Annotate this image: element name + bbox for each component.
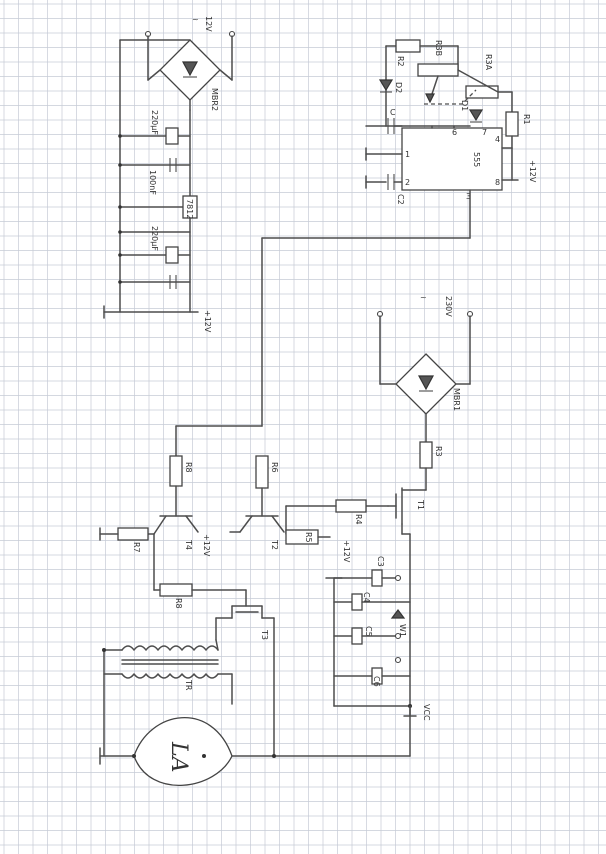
label-cap-100nf: 100nF [148,170,157,195]
ac-symbol-icon: ~ [192,15,199,24]
oscillator-555: 555 1 2 3 4 6 7 8 R2 R3B R3A R1 +12V D [261,39,537,427]
label-d1: D1 [460,100,469,111]
diode-d2-icon [378,79,394,92]
capacitor-220uf-b [165,246,179,264]
diode-icon [181,61,199,77]
power-supply-12v: 12V ~ MBR2 220µF 100nF 7812 220µF +12V [103,15,236,333]
primary-winding [121,645,219,651]
capacitor-c5 [351,627,363,645]
label-12v-ac: 12V [204,16,213,32]
label-r6: R6 [270,462,279,473]
diode-d1-icon [468,109,484,122]
label-plus12v-t2: +12V [342,540,351,563]
label-230v: 230V [444,296,453,317]
label-c3: C3 [376,556,385,567]
label-c5: C5 [364,626,373,637]
label-plus12v-t4: +12V [202,534,211,557]
resistor-r3 [419,441,433,469]
label-t2: T2 [270,539,279,550]
lamp-la: LA [99,717,411,787]
label-c6: C6 [372,676,381,687]
label-r7: R7 [132,542,141,553]
regulator-7812 [182,195,198,219]
label-555: 555 [472,152,481,167]
main-supply-230v: ~ 230V MBR1 R3 [376,293,474,491]
capacitor-c3 [371,569,383,587]
label-c2: C2 [396,194,405,205]
label-r3b: R3B [434,40,443,56]
label-r5: R5 [304,532,313,543]
diode-icon-main [417,375,435,391]
pin-2-label: 2 [405,178,410,187]
label-mbr1: MBR1 [452,388,461,411]
ic-555 [401,127,503,191]
pin-3-label: 3 [466,192,471,201]
label-cap-220uf-a: 220µF [150,110,159,135]
capacitor-c4 [351,593,363,611]
resistor-r1 [505,111,519,137]
resistor-r8-bottom [159,583,193,597]
dashed-link [424,89,477,105]
pin-7-label: 7 [482,128,487,137]
label-vcc: VCC [422,704,431,721]
pin-6-label: 6 [452,128,457,137]
switch-t3: T3 [215,605,275,757]
switch-t1: T1 R4 [285,487,425,757]
label-t1: T1 [416,499,425,510]
label-w1: W1 [398,624,407,637]
transformer-tr: TR [102,639,233,757]
capacitor-bank: C3 C4 C5 W1 C6 VCC [325,556,431,721]
transistor-t2-stage: R6 T2 R5 +12V [175,425,351,563]
pin-1-label: 1 [405,150,410,159]
label-r8-top: R8 [184,462,193,473]
label-t3: T3 [260,629,269,640]
label-tr: TR [184,679,193,691]
resistor-r4 [335,499,367,513]
label-r3: R3 [434,446,443,457]
label-d2: D2 [394,82,403,93]
capacitor-220uf-a [165,127,179,145]
label-c: C [390,108,396,117]
label-t4: T4 [184,539,193,550]
resistor-r8-top [169,455,183,487]
ac-230-symbol-icon: ~ [420,293,427,302]
resistor-r7 [117,527,149,541]
resistor-r6 [255,455,269,489]
potentiometer-r3a [465,85,499,99]
transistor-t4-stage: R8 T4 +12V R7 R8 [99,425,247,609]
label-la: LA [166,741,191,773]
label-plus12v-555: +12V [528,160,537,183]
label-r2: R2 [396,56,405,67]
label-r3a: R3A [484,54,493,71]
label-r1: R1 [522,114,531,125]
pin-4-label: 4 [495,135,500,144]
w1-arrow-icon [390,609,406,619]
label-c4: C4 [362,592,371,603]
bridge-rectifier-mbr2 [159,39,221,101]
label-cap-220uf-b: 220µF [150,226,159,251]
secondary-winding [121,673,219,679]
label-mbr2: MBR2 [210,88,219,111]
label-7812: 7812 [185,199,194,219]
pin-8-label: 8 [495,178,500,187]
label-out-12v: +12V [203,310,212,333]
label-r4: R4 [354,514,363,525]
label-r8-bottom: R8 [174,598,183,609]
resistor-r2 [395,39,421,53]
potentiometer-r3b [417,63,459,77]
